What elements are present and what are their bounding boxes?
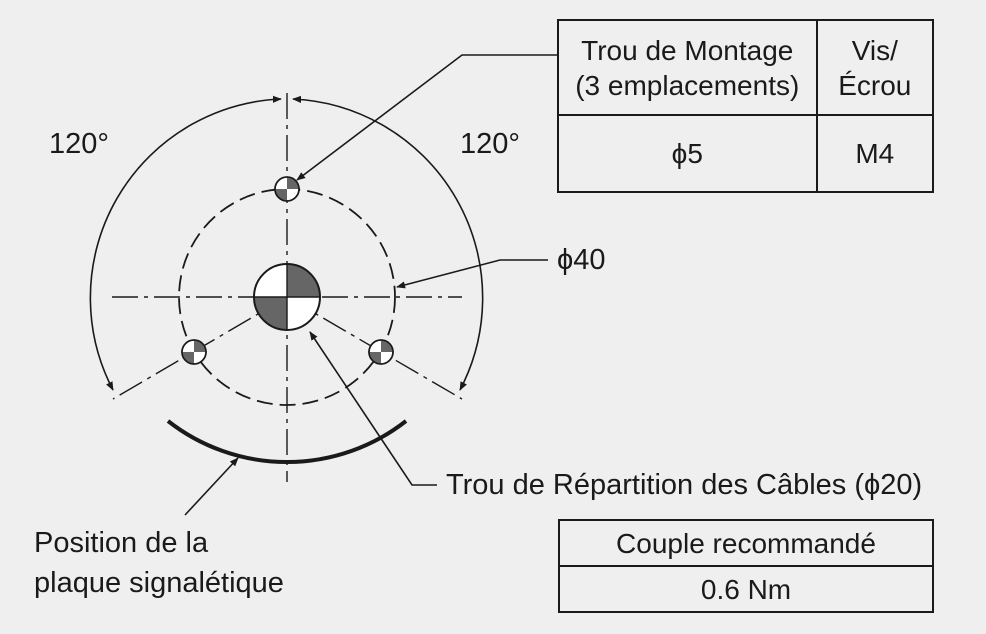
header-mounting-hole-line1: Trou de Montage <box>581 34 794 66</box>
value-screw-nut: M4 <box>815 114 935 193</box>
diameter-label: ϕ40 <box>557 244 606 276</box>
angle-arc-left <box>89 95 282 391</box>
mounting-hole-top <box>274 176 300 202</box>
angle-arcs <box>89 95 484 391</box>
angle-arc-right <box>292 95 484 391</box>
mounting-spec-table: Trou de Montage (3 emplacements) Vis/ Éc… <box>557 19 935 193</box>
value-mounting-hole: ϕ5 <box>557 114 818 193</box>
torque-header: Couple recommandé <box>558 519 934 567</box>
table-row: 0.6 Nm <box>558 565 934 613</box>
cable-hole-label: Trou de Répartition des Câbles (ϕ20) <box>446 469 923 501</box>
table-row: ϕ5 M4 <box>557 114 935 193</box>
torque-table: Couple recommandé 0.6 Nm <box>558 519 934 613</box>
header-screw-line1: Vis/ <box>851 34 898 66</box>
table-row: Couple recommandé <box>558 519 934 567</box>
leader-mounting-hole <box>296 54 557 181</box>
leader-lines <box>184 54 557 516</box>
table-row: Trou de Montage (3 emplacements) Vis/ Éc… <box>557 19 935 116</box>
header-mounting-hole-line2: (3 emplacements) <box>575 69 800 101</box>
nameplate-label-line2: plaque signalétique <box>34 567 284 599</box>
mounting-hole-left <box>181 339 207 365</box>
angle-label-left: 120° <box>49 128 109 160</box>
nameplate-label: Position de la plaque signalétique <box>34 523 284 603</box>
torque-value: 0.6 Nm <box>558 565 934 613</box>
header-screw-nut: Vis/ Écrou <box>815 19 935 116</box>
nameplate-label-line1: Position de la <box>34 527 209 559</box>
angle-label-right: 120° <box>460 128 520 160</box>
leader-nameplate <box>184 457 239 516</box>
leader-cable-hole <box>309 331 437 486</box>
header-screw-line2: Écrou <box>838 69 912 101</box>
mounting-hole-right <box>368 339 394 365</box>
cable-hole <box>253 263 321 331</box>
leader-phi40 <box>396 259 548 289</box>
header-mounting-hole: Trou de Montage (3 emplacements) <box>557 19 818 116</box>
nameplate-arc <box>166 419 408 464</box>
